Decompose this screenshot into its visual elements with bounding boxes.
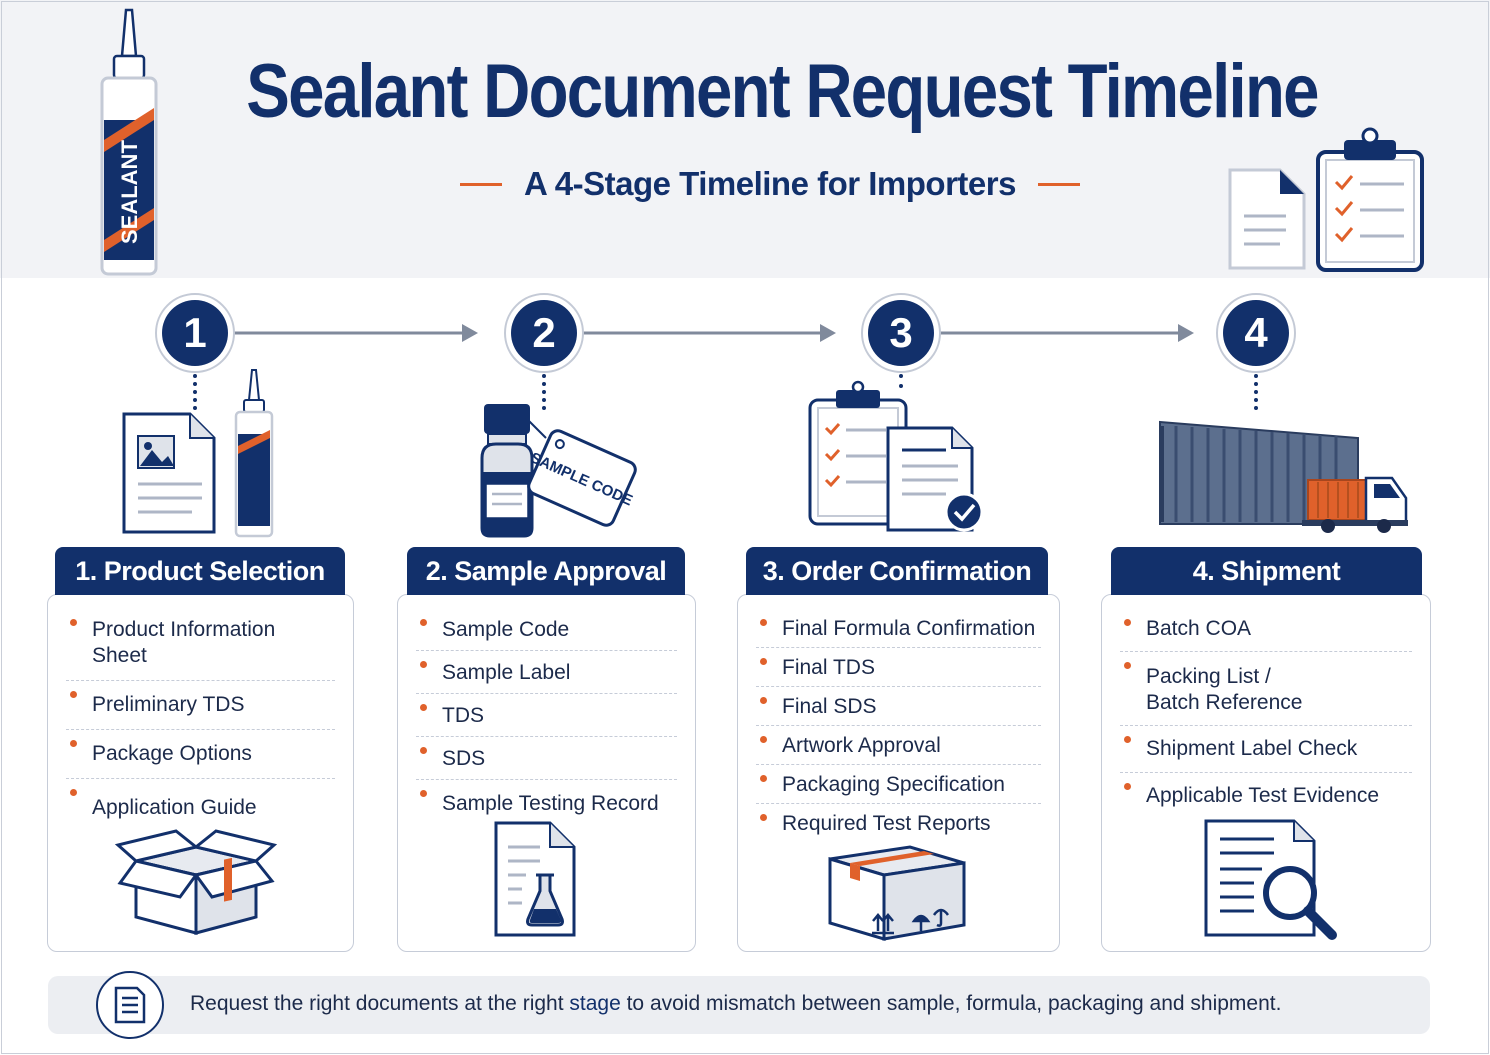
list-item: Applicable Test Evidence	[1120, 773, 1412, 809]
stage-4-badge: 4	[1216, 293, 1296, 373]
stage-2-card: Sample Code Sample Label TDS SDS Sample …	[397, 594, 696, 952]
list-item: TDS	[416, 694, 677, 737]
container-truck-icon	[1159, 420, 1408, 533]
footer-note: Request the right documents at the right…	[48, 971, 1430, 1039]
list-item: Batch COA	[1120, 609, 1412, 652]
stage-1-list: Product Information Sheet Preliminary TD…	[66, 609, 335, 821]
list-item: Final Formula Confirmation	[756, 609, 1041, 648]
list-item: Preliminary TDS	[66, 681, 335, 730]
list-item: Artwork Approval	[756, 726, 1041, 765]
stage-2-connector	[542, 374, 546, 410]
timeline: 1 2 3 4	[0, 290, 1490, 410]
footer-text-highlight: stage	[569, 992, 621, 1015]
list-item: SDS	[416, 737, 677, 780]
list-item: Package Options	[66, 730, 335, 779]
page-title: Sealant Document Request Timeline	[246, 49, 1319, 134]
stage-1-badge: 1	[155, 293, 235, 373]
stage-2-number: 2	[511, 300, 577, 366]
lab-document-icon	[494, 821, 576, 937]
packing-list-label: Packing List / Batch Reference	[1146, 665, 1303, 714]
stage-3-card: Final Formula Confirmation Final TDS Fin…	[737, 594, 1060, 952]
stage-3-badge: 3	[861, 293, 941, 373]
document-icon	[96, 971, 164, 1039]
list-item: Shipment Label Check	[1120, 726, 1412, 773]
list-item: Application Guide	[66, 779, 335, 821]
stage-3-number: 3	[868, 300, 934, 366]
footer-text: Request the right documents at the right…	[190, 992, 1281, 1016]
shipping-box-icon	[828, 845, 966, 942]
subtitle-dash-right	[1037, 182, 1080, 186]
stage-1-connector	[193, 374, 197, 410]
documents-clipboard-icon	[1228, 127, 1424, 272]
sample-bottle-icon: SAMPLE CODE	[480, 404, 637, 538]
list-item: Sample Testing Record	[416, 780, 677, 817]
checklist-and-document-icon	[808, 380, 984, 532]
page-subtitle: A 4-Stage Timeline for Importers	[524, 165, 1016, 202]
list-item: Packaging Specification	[756, 765, 1041, 804]
sealant-tube-icon: SEALANT	[100, 8, 158, 276]
stage-3-list: Final Formula Confirmation Final TDS Fin…	[756, 609, 1041, 837]
stage-2-title: 2. Sample Approval	[407, 547, 685, 595]
stage-4-list: Batch COA Packing List / Batch Reference…	[1120, 609, 1412, 809]
document-search-icon	[1204, 819, 1337, 940]
stage-4-card: Batch COA Packing List / Batch Reference…	[1101, 594, 1431, 952]
stage-2-badge: 2	[504, 293, 584, 373]
footer-text-end: to avoid mismatch between sample, formul…	[620, 992, 1282, 1015]
list-item: Final TDS	[756, 648, 1041, 687]
stage-4-number: 4	[1223, 300, 1289, 366]
list-item: Required Test Reports	[756, 804, 1041, 837]
stage-4-title: 4. Shipment	[1111, 547, 1422, 595]
subtitle-row: A 4-Stage Timeline for Importers	[420, 164, 1120, 204]
stage-4-connector	[1254, 374, 1258, 410]
list-item: Sample Label	[416, 651, 677, 694]
timeline-arrows	[234, 324, 1194, 342]
subtitle-dash-left	[460, 182, 503, 186]
list-item: Sample Code	[416, 609, 677, 651]
tube-label: SEALANT	[117, 140, 142, 244]
footer-text-start: Request the right documents at the right	[190, 992, 570, 1015]
stage-3-title: 3. Order Confirmation	[746, 547, 1048, 595]
stage-1-title: 1. Product Selection	[55, 547, 345, 595]
list-item: Packing List / Batch Reference	[1120, 652, 1412, 726]
list-item: Product Information Sheet	[66, 609, 335, 681]
stage-1-card: Product Information Sheet Preliminary TD…	[47, 594, 354, 952]
open-box-icon	[114, 829, 278, 935]
document-and-sealant-tube-icon	[122, 369, 274, 538]
list-item: Final SDS	[756, 687, 1041, 726]
stage-2-list: Sample Code Sample Label TDS SDS Sample …	[416, 609, 677, 817]
stage-3-connector	[899, 374, 903, 388]
stage-1-number: 1	[162, 300, 228, 366]
